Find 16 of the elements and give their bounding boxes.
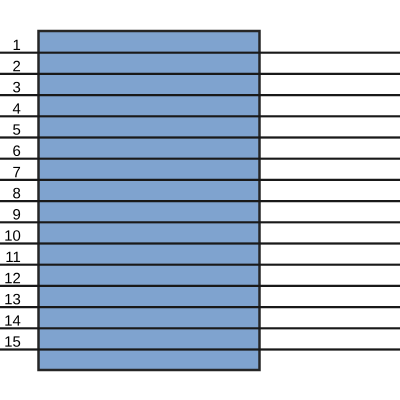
pin-number: 15 [5, 336, 20, 347]
pin-number: 5 [13, 124, 20, 135]
pin-number: 10 [5, 230, 20, 241]
pin-number: 13 [5, 294, 20, 304]
pin-number: 9 [13, 209, 20, 220]
pin-number: 12 [5, 272, 20, 284]
pin-number: 1 [14, 40, 20, 50]
pin-number: 11 [6, 252, 20, 262]
pin-number: 8 [13, 188, 20, 198]
block-rectangle [37, 30, 261, 372]
pin-number: 14 [5, 315, 20, 326]
pin-number: 2 [13, 60, 20, 72]
pin-number: 6 [13, 145, 20, 156]
pin-number: 7 [13, 166, 20, 178]
pin-number: 4 [12, 103, 20, 114]
pin-number: 3 [13, 82, 20, 92]
